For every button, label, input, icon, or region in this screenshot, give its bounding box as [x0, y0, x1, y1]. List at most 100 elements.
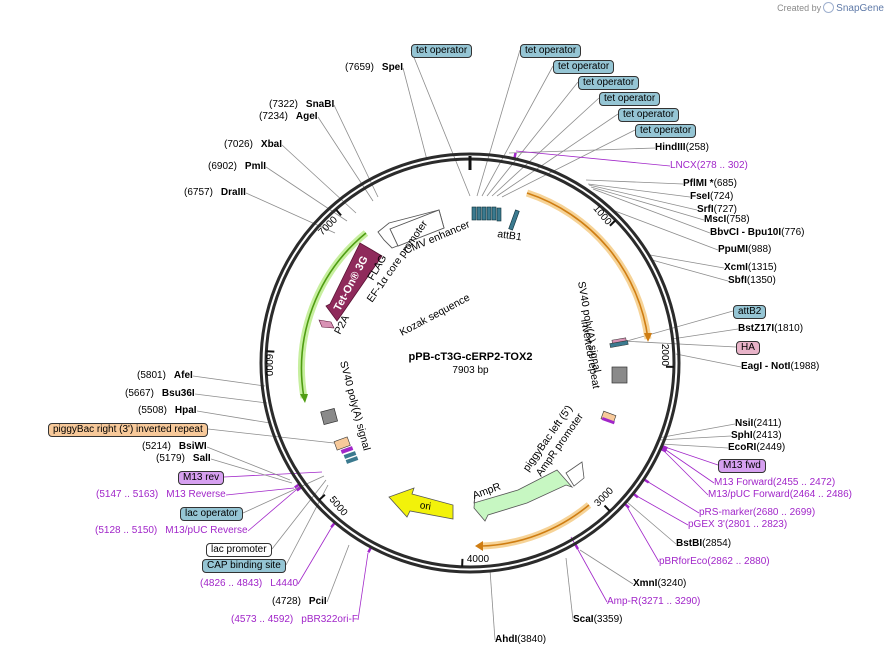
site-xcmi-name: XcmI	[724, 262, 748, 273]
site-sphi-leader-line	[658, 435, 732, 441]
primer-pbrforeco-leader-line	[625, 504, 660, 563]
tet-operator-2-text: tet operator	[525, 45, 577, 56]
site-msci-leader-line	[590, 186, 705, 221]
site-scai-position: (3359)	[593, 614, 623, 625]
lac-promoter-label: lac promoter	[206, 543, 272, 557]
cmv-enhancer-arrow-body	[389, 209, 445, 247]
tet-operator-1-leader-line	[410, 49, 471, 197]
m13-block	[340, 446, 354, 454]
site-afei-leader-line	[192, 375, 266, 387]
backbone-outer	[259, 152, 681, 574]
site-srfi-leader-line	[588, 184, 698, 211]
site-pflmi-label: PflMI *(685)	[683, 178, 737, 190]
created-by-text: Created by	[777, 3, 822, 13]
site-bsu36i-label: (5667)Bsu36I	[125, 388, 195, 400]
site-sbfi-label: SbfI(1350)	[728, 275, 776, 287]
site-pcii-leader-line	[326, 544, 350, 603]
site-msci-name: MscI	[704, 214, 727, 225]
site-eagi-noti-leader-line	[675, 353, 742, 368]
tick-label-3000: 3000	[592, 485, 616, 509]
site-snabi-name: SnaBI	[305, 99, 335, 110]
site-ecori-position: (2449)	[756, 442, 786, 453]
site-afei-name: AfeI	[173, 370, 193, 381]
site-sphi-name: SphI	[731, 430, 753, 441]
site-bsu36i-name: Bsu36I	[161, 388, 195, 399]
primer-m13-forward-label: M13 Forward(2455 .. 2472)	[714, 477, 835, 489]
site-bstbi-name: BstBI	[676, 538, 703, 549]
primer-pbrforeco-label: pBRforEco(2862 .. 2880)	[659, 556, 770, 568]
primer-prs-marker-position: (2680 .. 2699)	[752, 507, 816, 518]
site-drai-label: (6757)DraIII	[184, 187, 246, 199]
site-ecori-leader-line	[660, 443, 729, 449]
orange-arc-top-right-line	[526, 192, 649, 340]
site-ppumi-position: (988)	[748, 244, 772, 255]
site-hpai-label: (5508)HpaI	[138, 405, 197, 417]
site-bsiwi-leader-line	[206, 446, 291, 481]
tet-operator-5-text: tet operator	[604, 93, 656, 104]
site-pflmi-name: PflMI *	[683, 178, 714, 189]
site-fsei-position: (724)	[710, 191, 734, 202]
tet-operator-3-leader-line	[481, 65, 554, 197]
tick-mark-7000	[335, 208, 342, 217]
tet-operator-4-leader-line	[486, 81, 579, 197]
site-bsiwi-name: BsiWI	[178, 441, 207, 452]
primer-m13-puc-forward-position: (2464 .. 2486)	[789, 489, 852, 500]
tet-operator-3-label: tet operator	[553, 60, 615, 74]
attb1-marker	[508, 209, 520, 231]
lac-promoter-text: lac promoter	[211, 544, 267, 555]
primer-m13-puc-reverse-leader-line	[247, 489, 297, 532]
site-srfi-position: (727)	[713, 204, 738, 215]
site-spei-position: (7659)	[345, 62, 374, 73]
primer-l4440-position: (4826 .. 4843)	[200, 578, 263, 589]
piggybac-left-inner	[601, 417, 615, 425]
tick-label-2000: 2000	[659, 344, 670, 367]
green-arc-left-line	[300, 232, 367, 399]
m13-rev-label: M13 rev	[178, 471, 225, 485]
ha-tag-label: HA	[736, 341, 760, 355]
primer-pbr322ori-f-leader-line	[357, 552, 369, 621]
site-xbai-position: (7026)	[224, 139, 253, 150]
orange-arc-arrowhead	[644, 333, 652, 342]
tet-operator-4-text: tet operator	[583, 77, 635, 88]
site-sali-position: (5179)	[156, 453, 185, 464]
site-srfi-name: SrfI	[697, 204, 714, 215]
site-nsii-name: NsiI	[735, 418, 754, 429]
site-ecori-label: EcoRI(2449)	[728, 442, 785, 454]
m13-fwd-leader-line	[661, 445, 719, 466]
site-bsiwi-label: (5214)BsiWI	[142, 441, 207, 453]
primer-m13-forward-leader-line	[662, 447, 715, 484]
site-fsei-label: FseI(724)	[690, 191, 733, 203]
attb2-text: attB2	[738, 306, 762, 317]
site-hpai-leader-line	[196, 410, 271, 424]
site-snabi-label: (7322)SnaBI	[269, 99, 334, 111]
site-nsii-position: (2411)	[753, 418, 782, 429]
primer-lncx-name: LNCX	[670, 160, 697, 171]
piggybac-right-block	[333, 436, 351, 451]
site-hindiii-name: HindIII	[655, 142, 686, 153]
site-eagi-noti-name: EagI - NotI	[741, 361, 791, 372]
site-pflmi-leader-line	[585, 179, 684, 185]
site-snabi-leader-line	[333, 104, 379, 198]
site-afei-label: (5801)AfeI	[137, 370, 193, 382]
tet-operator-1-text: tet operator	[416, 45, 468, 56]
site-agei-leader-line	[317, 116, 374, 202]
snapgene-logo-icon	[823, 2, 835, 13]
green-arc-arrowhead	[300, 394, 308, 403]
primer-pgex-3-name: pGEX 3'	[688, 519, 725, 530]
site-sbfi-name: SbfI	[728, 275, 747, 286]
site-sphi-position: (2413)	[752, 430, 782, 441]
site-xbai-label: (7026) XbaI	[224, 139, 282, 151]
site-xcmi-leader-line	[649, 254, 725, 269]
site-xbai-name: XbaI	[260, 139, 283, 150]
site-pcii-position: (4728)	[272, 596, 301, 607]
lac-operator-text: lac operator	[185, 508, 238, 519]
tet-operator-1-label: tet operator	[411, 44, 473, 58]
grey-feature-right	[611, 366, 628, 384]
site-xmni-position: (3240)	[657, 578, 687, 589]
primer-pgex-3-position: (2801 .. 2823)	[724, 519, 788, 530]
site-srfi-label: SrfI(727)	[697, 204, 737, 216]
tick-label-4000: 4000	[467, 554, 490, 565]
primer-m13-reverse-label: (5147 .. 5163)M13 Reverse	[96, 489, 226, 501]
site-sbfi-leader-line	[651, 259, 729, 282]
site-bstz17i-position: (1810)	[774, 323, 804, 334]
